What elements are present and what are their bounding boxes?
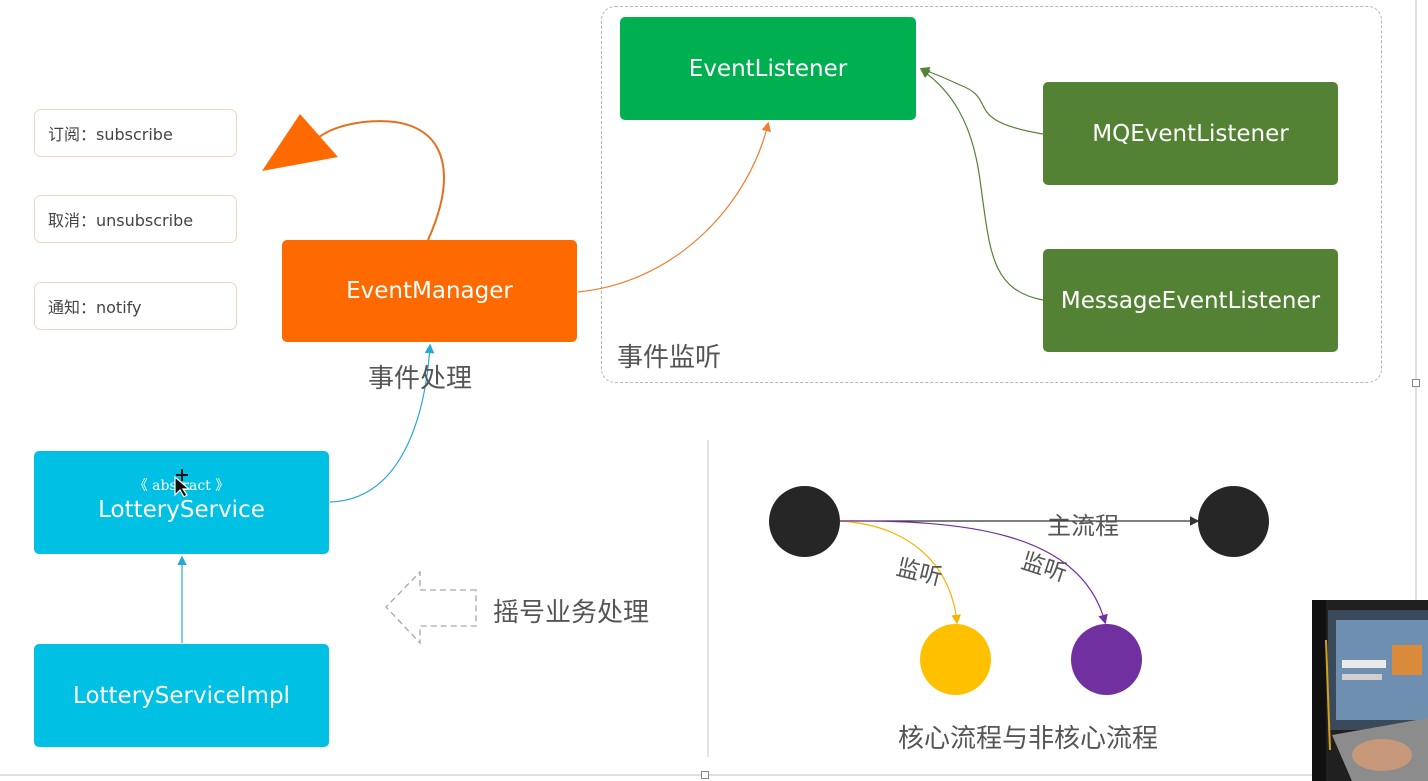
- lottery-processing-label: 摇号业务处理: [493, 598, 650, 628]
- note-notify: 通知：notify: [34, 282, 237, 330]
- mq-event-listener-label: MQEventListener: [1092, 120, 1289, 147]
- event-manager-label: EventManager: [346, 278, 513, 304]
- event-manager-box[interactable]: EventManager: [282, 240, 577, 342]
- listen-yellow-line: [839, 520, 961, 625]
- mq-event-listener-box[interactable]: MQEventListener: [1043, 82, 1338, 185]
- purple-listener-node: [1071, 624, 1142, 695]
- message-to-listener-line: [920, 68, 1044, 301]
- event-listening-frame: [601, 6, 1382, 383]
- yellow-listener-node: [920, 624, 991, 695]
- note-unsubscribe-text: 取消：unsubscribe: [48, 211, 194, 230]
- main-flow-label: 主流程: [1047, 512, 1119, 540]
- note-notify-text: 通知：notify: [48, 298, 142, 317]
- resize-handle-bottom[interactable]: [701, 771, 709, 779]
- message-event-listener-label: MessageEventListener: [1060, 287, 1321, 314]
- start-node: [769, 486, 840, 557]
- core-vs-noncore-label: 核心流程与非核心流程: [898, 724, 1159, 754]
- note-subscribe: 订阅：subscribe: [34, 109, 237, 157]
- event-manager-loop-line: [317, 120, 445, 241]
- event-listener-box[interactable]: EventListener: [620, 17, 916, 120]
- lottery-service-box[interactable]: 《 abstract 》 LotteryService: [34, 451, 329, 554]
- presenter-video-thumbnail: [1312, 600, 1428, 781]
- note-unsubscribe: 取消：unsubscribe: [34, 195, 237, 243]
- note-subscribe-text: 订阅：subscribe: [48, 125, 173, 144]
- event-manager-loop-arrowhead: [262, 114, 338, 171]
- event-listener-label: EventListener: [688, 55, 848, 82]
- listen-purple-line: [839, 520, 1108, 625]
- resize-handle-right[interactable]: [1412, 379, 1420, 387]
- event-processing-label: 事件处理: [368, 364, 473, 394]
- manager-to-listener-line: [577, 121, 772, 293]
- lottery-dashed-arrow: [385, 570, 477, 645]
- service-to-manager-line: [329, 343, 435, 503]
- lottery-service-label: LotteryService: [98, 496, 265, 523]
- mq-to-listener-line: [919, 67, 1044, 135]
- video-frame-image: [1312, 600, 1428, 781]
- end-node: [1198, 486, 1269, 557]
- message-event-listener-box[interactable]: MessageEventListener: [1043, 249, 1338, 352]
- lottery-service-impl-label: LotteryServiceImpl: [73, 682, 290, 709]
- mouse-cursor-icon: [174, 469, 191, 497]
- lottery-service-impl-box[interactable]: LotteryServiceImpl: [34, 644, 329, 747]
- event-listening-label: 事件监听: [617, 343, 722, 373]
